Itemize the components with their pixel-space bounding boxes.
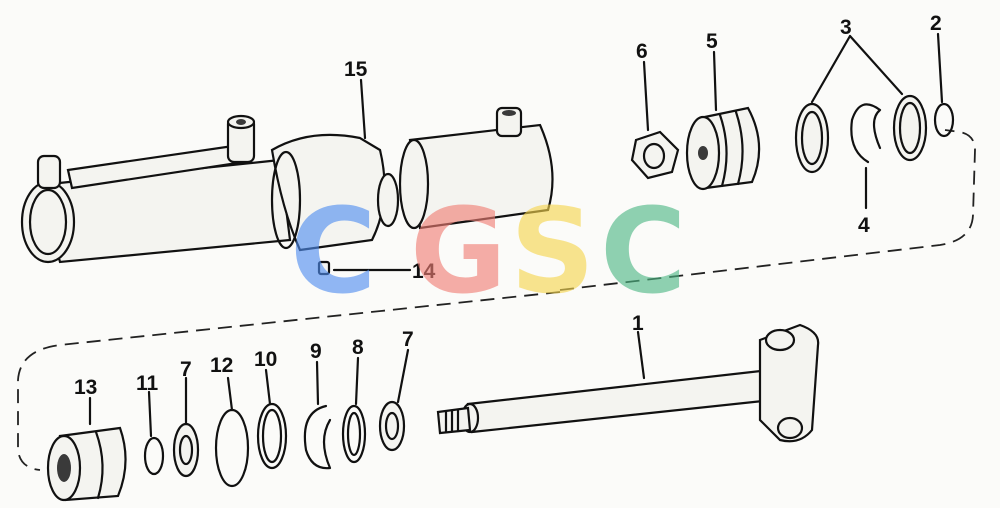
label-7-right: 7 [402,328,414,351]
rod-tube [398,106,554,230]
part-14-fitting [317,260,331,276]
label-12: 12 [210,354,233,377]
part-8-seal [341,404,367,464]
part-5-piston [685,106,761,191]
label-7-left: 7 [180,358,192,381]
label-1: 1 [632,312,644,335]
part-11-o-ring [143,436,165,476]
part-10-seal [256,402,288,470]
label-9: 9 [310,340,322,363]
lower-group-outline [17,291,561,471]
part-4-split-ring [850,103,882,164]
part-6-nut [630,130,680,180]
label-14: 14 [412,260,436,283]
watermark-letter-g: G [410,182,507,320]
part-2-o-ring [933,102,955,138]
label-13: 13 [74,376,97,399]
watermark-logo: C G S C [290,182,687,320]
label-5: 5 [706,30,718,53]
cylinder-barrel [20,114,400,264]
label-11: 11 [136,372,159,395]
label-3: 3 [840,16,852,39]
part-7-wiper-right [378,400,406,452]
watermark-letter-s: S [510,182,595,320]
watermark-letter-c1: C [290,182,377,320]
part-labels: 1 2 3 4 5 6 7 7 8 9 10 11 12 13 14 15 [74,12,942,399]
watermark-letter-c2: C [600,182,687,320]
part-7-wiper-left [172,422,200,478]
part-1-piston-rod [436,323,820,443]
upper-group-outline [559,129,976,291]
label-10: 10 [254,348,277,371]
label-4: 4 [858,214,870,237]
part-12-ring [214,408,250,488]
leader-lines [88,32,944,438]
label-8: 8 [352,336,364,359]
label-15: 15 [344,58,368,81]
part-9-split-ring [303,404,332,470]
part-3-rings [794,94,928,174]
label-2: 2 [930,12,942,35]
label-6: 6 [636,40,648,63]
part-13-gland [46,426,127,502]
